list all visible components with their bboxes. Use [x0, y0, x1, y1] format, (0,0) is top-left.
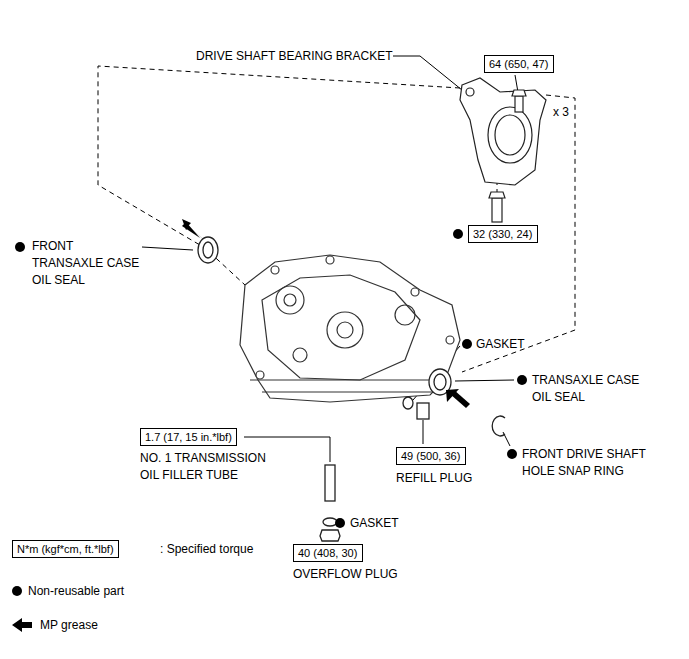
part-name: TRANSAXLE CASE OIL SEAL	[532, 372, 644, 406]
part-name: OVERFLOW PLUG	[293, 566, 398, 583]
torque-box: 64 (650, 47)	[484, 55, 554, 73]
quantity-note: x 3	[553, 104, 569, 121]
torque-value: 49 (500, 36)	[401, 450, 460, 462]
part-name: FRONT TRANSAXLE CASE OIL SEAL	[32, 238, 144, 289]
torque-box: 40 (408, 30)	[293, 544, 363, 562]
transaxle-case	[240, 255, 460, 402]
part-name: NO. 1 TRANSMISSION OIL FILLER TUBE	[140, 450, 282, 484]
torque-value: 1.7 (17, 15 in.*lbf)	[145, 431, 232, 443]
torque-box: 49 (500, 36)	[396, 447, 466, 465]
torque-box: N*m (kgf*cm, ft.*lbf)	[12, 540, 119, 558]
legend-text: Non-reusable part	[28, 583, 124, 600]
torque-value: N*m (kgf*cm, ft.*lbf)	[17, 543, 114, 555]
part-name: DRIVE SHAFT BEARING BRACKET	[196, 48, 392, 65]
torque-value: 64 (650, 47)	[489, 58, 548, 70]
leader-lines	[142, 56, 519, 462]
torque-value: 40 (408, 30)	[298, 547, 357, 559]
legend-text: : Specified torque	[160, 541, 253, 558]
non-reusable-dots	[12, 229, 527, 596]
torque-box: 32 (330, 24)	[468, 225, 538, 243]
part-name: FRONT DRIVE SHAFT HOLE SNAP RING	[522, 446, 654, 480]
torque-box: 1.7 (17, 15 in.*lbf)	[140, 428, 237, 446]
torque-value: 32 (330, 24)	[473, 228, 532, 240]
seals-and-plugs	[198, 237, 505, 541]
part-name: GASKET	[350, 515, 399, 532]
grease-arrows	[12, 219, 470, 632]
part-name: REFILL PLUG	[396, 470, 472, 487]
legend-text: MP grease	[40, 617, 98, 634]
part-name: GASKET	[476, 336, 525, 353]
bearing-bracket	[460, 78, 546, 222]
